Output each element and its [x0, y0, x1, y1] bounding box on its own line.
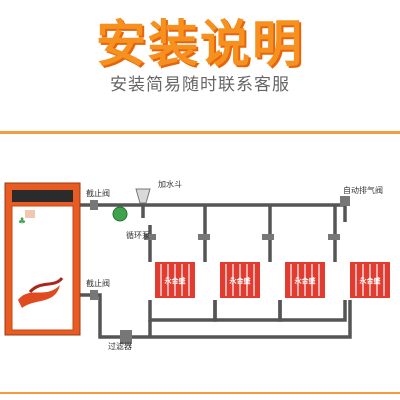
- svg-text:♣: ♣: [18, 217, 26, 227]
- auto-vent-valve: [340, 196, 350, 206]
- radiator-3: 永合盛: [285, 262, 325, 298]
- label-shutoff-valve-bottom: 截止阀: [86, 278, 110, 288]
- radiator-valves: [144, 234, 340, 240]
- page-subtitle: 安装简易随时联系客服: [110, 75, 290, 95]
- radiator-2: 永合盛: [220, 262, 260, 298]
- radiator-1-label: 永合盛: [164, 276, 186, 285]
- circulation-pump: [112, 206, 128, 222]
- top-divider: [0, 131, 400, 134]
- shutoff-valve-bottom: [90, 290, 98, 300]
- shutoff-valve-top: [90, 200, 98, 210]
- label-circulation-pump: 循环泵: [126, 230, 150, 240]
- radiator-3-label: 永合盛: [294, 276, 316, 285]
- radiator-4-label: 永合盛: [359, 276, 381, 285]
- filter: [120, 330, 132, 344]
- boiler-unit: ♣: [4, 182, 81, 336]
- page-title: 安装说明: [96, 15, 304, 73]
- bottom-divider: [0, 392, 400, 394]
- water-funnel: [135, 188, 151, 204]
- label-water-funnel: 加水斗: [158, 179, 182, 189]
- label-shutoff-valve-top: 截止阀: [86, 188, 110, 198]
- radiator-2-label: 永合盛: [229, 276, 251, 285]
- radiator-4: 永合盛: [350, 262, 390, 298]
- label-auto-vent-valve: 自动排气阀: [343, 185, 383, 195]
- radiator-1: 永合盛: [155, 262, 195, 298]
- label-filter: 过滤器: [108, 341, 132, 351]
